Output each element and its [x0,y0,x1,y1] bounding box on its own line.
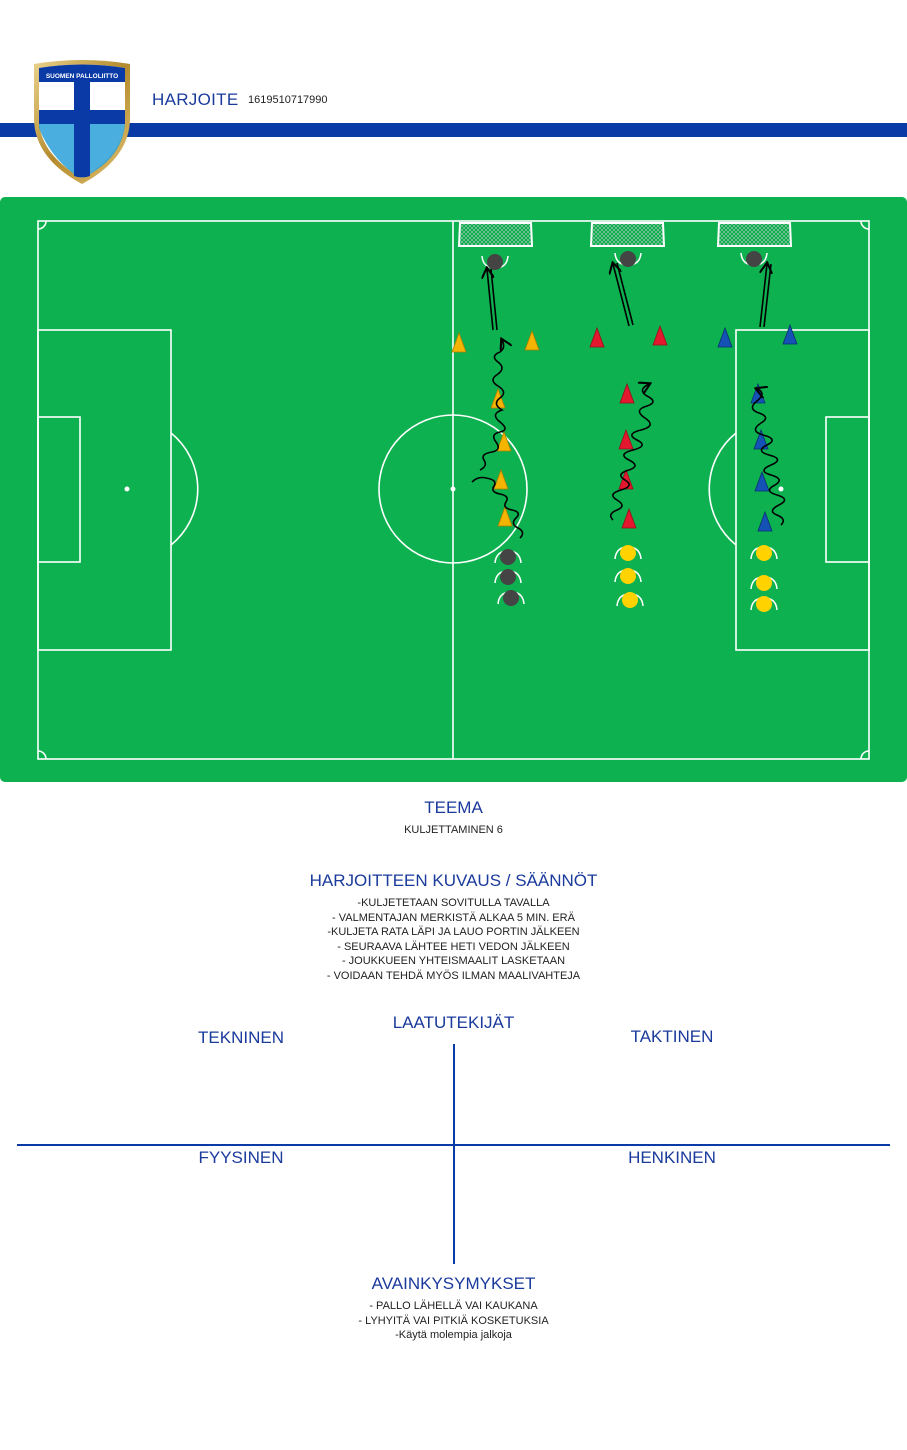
description-line: - JOUKKUEEN YHTEISMAALIT LASKETAAN [341,955,566,967]
header-band [0,123,907,137]
exercise-id: 1619510717990 [248,94,328,106]
description-line: -KULJETETAAN SOVITULLA TAVALLA [357,897,550,909]
quadrant-divider-vertical [453,1044,455,1264]
quadrant-tactical: TAKTINEN [630,1027,714,1046]
shot-arrow-3 [759,264,767,328]
dribble-path-3 [751,389,786,526]
theme-value: KULJETTAMINEN 6 [404,824,503,836]
goal-2 [589,222,666,247]
center-spot [450,486,456,492]
quadrant-mental: HENKINEN [628,1148,716,1167]
quadrant-physical: FYYSINEN [198,1148,284,1167]
right-penalty-spot [778,486,784,492]
goal-1 [457,222,534,247]
dribble-path-2 [609,384,654,521]
key-questions-body: - PALLO LÄHELLÄ VAI KAUKANA - LYHYITÄ VA… [0,1299,907,1343]
description-heading: HARJOITTEEN KUVAUS / SÄÄNNÖT [309,871,598,890]
federation-logo: SUOMEN PALLOLIITTO [34,60,130,184]
left-penalty-spot [124,486,130,492]
theme-heading: TEEMA [424,798,483,817]
key-questions-heading: AVAINKYSYMYKSET [371,1274,536,1293]
quality-heading: LAATUTEKIJÄT [392,1013,515,1032]
description-body: -KULJETETAAN SOVITULLA TAVALLA - VALMENT… [0,896,907,983]
goal-3 [716,222,793,247]
quadrant-technical: TEKNINEN [198,1028,284,1047]
pitch-markings [37,220,870,760]
logo-text: SUOMEN PALLOLIITTO [46,73,118,80]
description-line: - VALMENTAJAN MERKISTÄ ALKAA 5 MIN. ERÄ [332,911,575,924]
shot-arrow-2 [613,264,630,327]
shot-arrow-1 [487,269,493,331]
pitch-diagram [0,197,907,782]
key-question-line: - PALLO LÄHELLÄ VAI KAUKANA [369,1300,538,1312]
description-line: - SEURAAVA LÄHTEE HETI VEDON JÄLKEEN [337,940,570,953]
description-line: -KULJETA RATA LÄPI JA LAUO PORTIN JÄLKEE… [327,926,580,938]
key-question-line: - LYHYITÄ VAI PITKIÄ KOSKETUKSIA [358,1314,549,1327]
dribble-path-1 [471,340,524,539]
description-line: - VOIDAAN TEHDÄ MYÖS ILMAN MAALIVAHTEJA [326,969,581,982]
page-title: HARJOITE [152,90,239,109]
key-question-line: -Käytä molempia jalkoja [395,1329,512,1341]
